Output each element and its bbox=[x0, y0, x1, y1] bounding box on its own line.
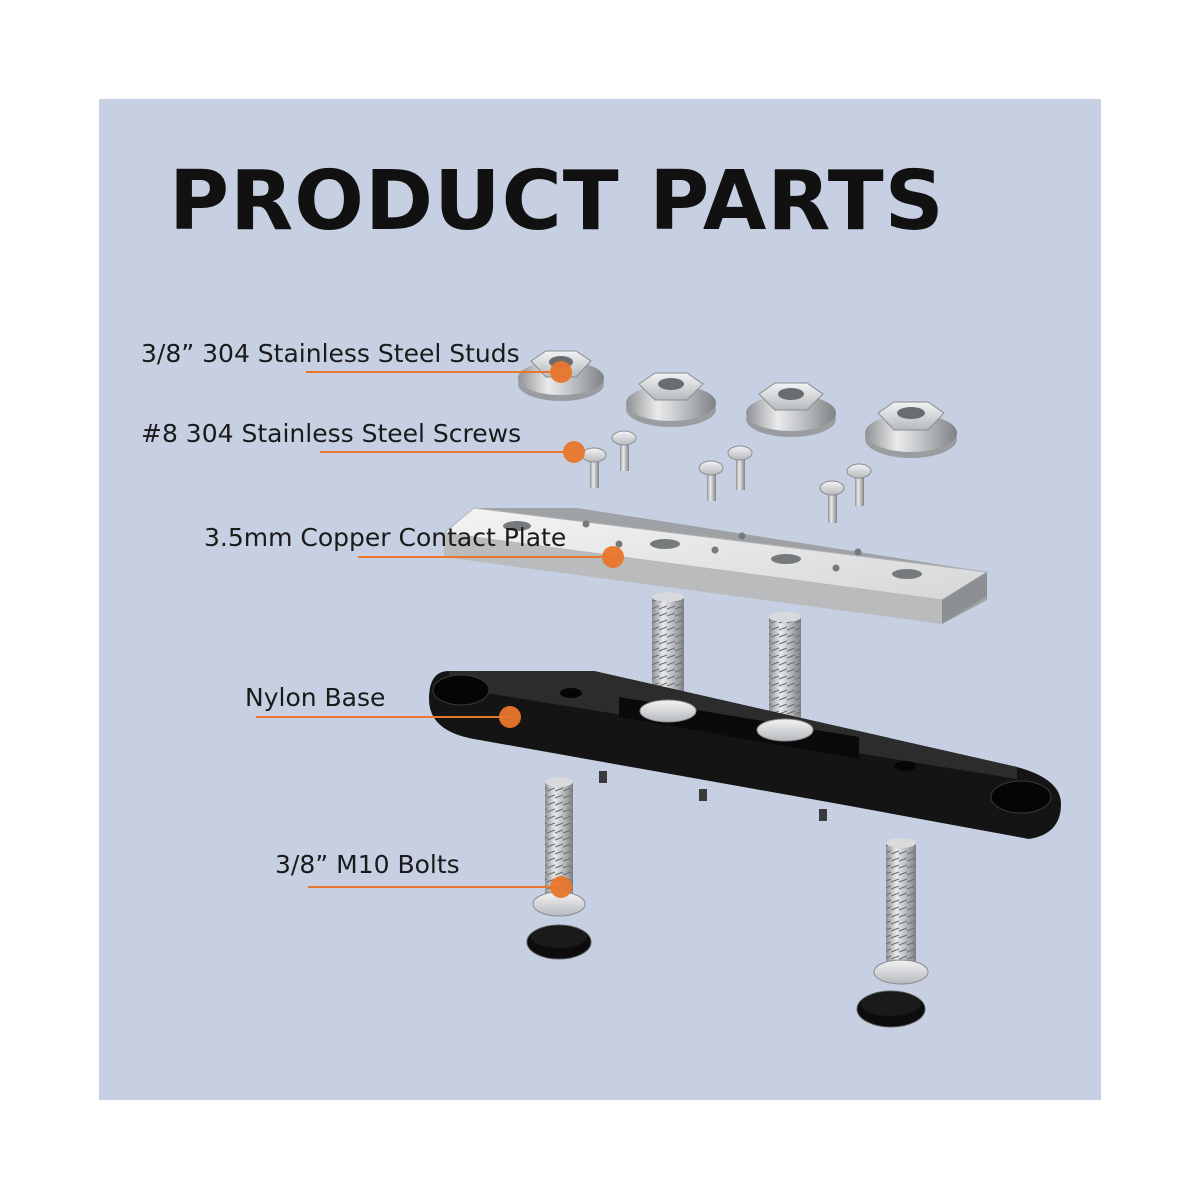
callout-bolts bbox=[308, 876, 572, 898]
callout-studs bbox=[306, 361, 572, 383]
bolt-icon bbox=[856, 838, 929, 1028]
screws-label: #8 304 Stainless Steel Screws bbox=[141, 419, 522, 448]
nylon-base-icon bbox=[429, 671, 1061, 839]
plate-label: 3.5mm Copper Contact Plate bbox=[204, 523, 567, 552]
flange-nut-icon bbox=[626, 372, 716, 427]
callout-screws bbox=[320, 441, 585, 463]
screw-icon bbox=[819, 463, 872, 523]
page-title: PRODUCT PARTS bbox=[169, 154, 945, 249]
flange-nut-icon bbox=[746, 382, 836, 437]
screw-icon bbox=[581, 430, 637, 488]
bolts-label: 3/8” M10 Bolts bbox=[275, 850, 460, 879]
callout-plate bbox=[358, 546, 624, 568]
studs-label: 3/8” 304 Stainless Steel Studs bbox=[141, 339, 520, 368]
base-label: Nylon Base bbox=[245, 683, 386, 712]
product-parts-panel: PRODUCT PARTS 3/8” 304 Stainless Steel S… bbox=[99, 99, 1101, 1100]
contact-plate-icon bbox=[442, 507, 989, 624]
callout-base bbox=[256, 706, 521, 728]
exploded-view-illustration bbox=[256, 350, 1061, 1028]
flange-nut-icon bbox=[865, 401, 957, 458]
screw-icon bbox=[698, 445, 753, 501]
bolt-icon bbox=[526, 777, 592, 960]
